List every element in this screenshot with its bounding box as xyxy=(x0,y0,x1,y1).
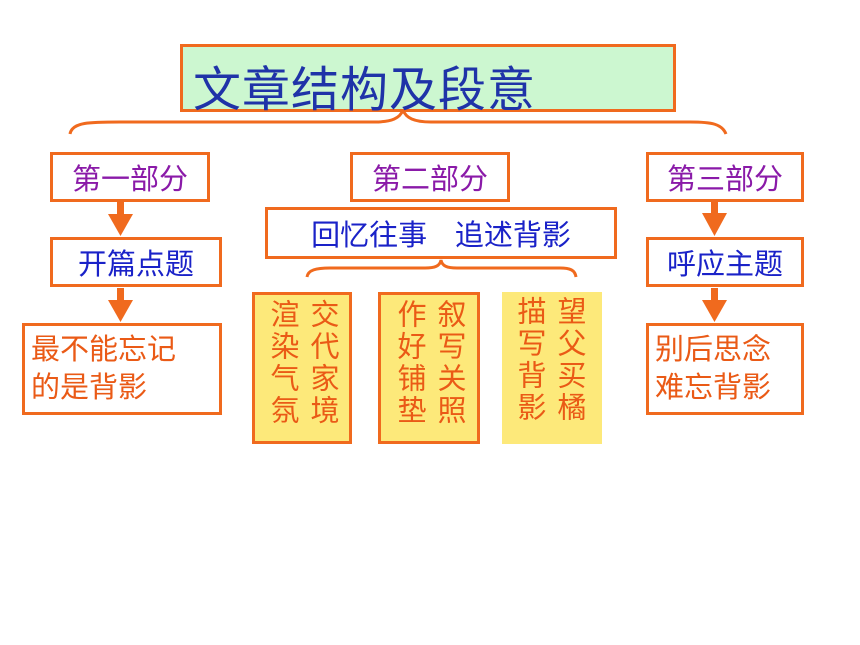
echo-topic-label: 呼应主题 xyxy=(666,247,783,281)
part-one-box: 第一部分 xyxy=(50,152,210,202)
part-two-label: 第二部分 xyxy=(371,162,488,196)
detail-right-text: 别后思念 难忘背影 xyxy=(655,332,772,404)
detail-left-text: 最不能忘记 的是背影 xyxy=(31,332,177,404)
column-two-text: 作好铺垫 xyxy=(393,299,427,427)
detail-left-box: 最不能忘记 的是背影 xyxy=(22,323,222,415)
arrow-p1-sub xyxy=(108,201,133,236)
arrow-sub-detail-right xyxy=(702,288,727,322)
part-one-label: 第一部分 xyxy=(71,162,188,196)
middle-brace xyxy=(305,259,578,278)
column-one: 渲染气氛 交代家境 xyxy=(252,292,352,444)
recall-label: 回忆往事 追述背影 xyxy=(311,218,571,252)
column-one-text-b: 交代家境 xyxy=(306,299,340,427)
detail-right-box: 别后思念 难忘背影 xyxy=(646,323,804,415)
recall-box: 回忆往事 追述背影 xyxy=(265,207,617,259)
diagram-title: 文章结构及段意 xyxy=(193,62,537,118)
part-three-box: 第三部分 xyxy=(646,152,804,202)
column-one-text: 渲染气氛 xyxy=(266,299,300,427)
column-three: 描写背影 望父买橘 xyxy=(502,292,602,444)
open-topic-box: 开篇点题 xyxy=(50,237,222,287)
echo-topic-box: 呼应主题 xyxy=(646,237,804,287)
column-two: 作好铺垫 叙写关照 xyxy=(378,292,480,444)
column-two-text-b: 叙写关照 xyxy=(433,299,467,427)
column-three-text-b: 望父买橘 xyxy=(553,296,587,424)
arrow-sub-detail-left xyxy=(108,288,133,322)
part-three-label: 第三部分 xyxy=(666,162,783,196)
open-topic-label: 开篇点题 xyxy=(77,247,194,281)
column-three-text: 描写背影 xyxy=(513,296,547,424)
part-two-box: 第二部分 xyxy=(350,152,510,202)
title-box: 文章结构及段意 xyxy=(180,44,676,118)
arrow-p3-sub xyxy=(702,201,727,236)
